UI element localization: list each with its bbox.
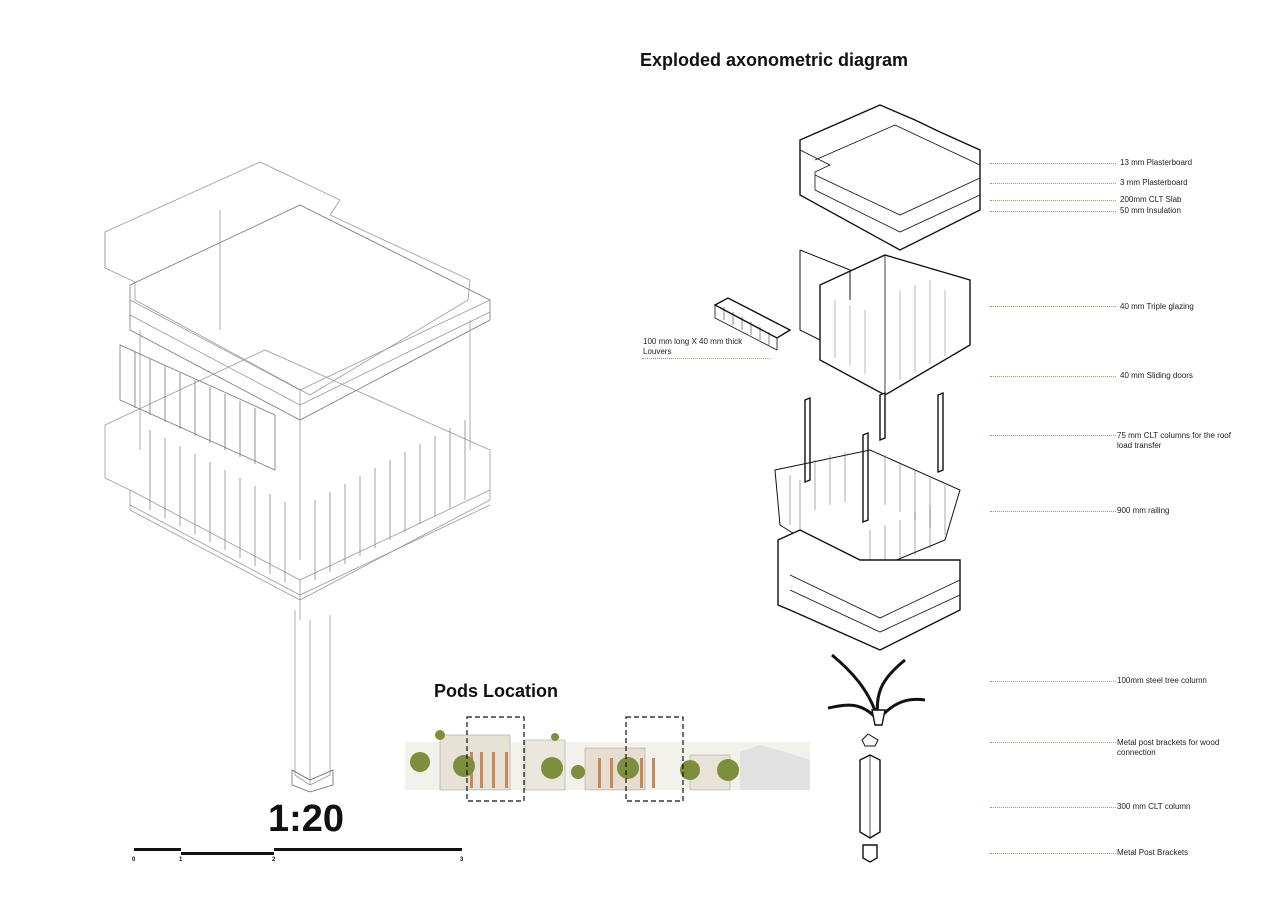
exploded-diagram-title: Exploded axonometric diagram <box>640 50 909 70</box>
label-louvers: 100 mm long X 40 mm thick Louvers <box>643 337 743 356</box>
assembled-pod-axonometric <box>104 161 491 793</box>
exploded-parts <box>713 104 981 863</box>
scale-label: 1:20 <box>268 798 345 840</box>
label-clt-slab: 200mm CLT Slab <box>1120 195 1182 204</box>
label-clt-columns: 75 mm CLT columns for the roof load tran… <box>1117 431 1231 450</box>
scale-tick-3: 3 <box>460 857 464 863</box>
label-post-brackets: Metal Post Brackets <box>1117 848 1189 857</box>
label-glazing: 40 mm Triple glazing <box>1120 302 1194 311</box>
scale-tick-0: 0 <box>132 857 136 863</box>
leader-sliding-doors <box>990 376 1116 377</box>
leader-clt-columns <box>990 435 1116 436</box>
label-sliding-doors: 40 mm Sliding doors <box>1120 371 1193 380</box>
leader-railing <box>990 511 1116 512</box>
leader-insulation <box>990 211 1116 212</box>
label-tree-column: 100mm steel tree column <box>1117 676 1207 685</box>
leader-clt-column <box>990 807 1116 808</box>
pods-location-title: Pods Location <box>434 681 559 701</box>
leader-plasterboard13 <box>990 163 1116 164</box>
scale-tick-2: 2 <box>272 857 276 863</box>
label-post-brackets-wood: Metal post brackets for wood connection <box>1117 738 1220 757</box>
label-plasterboard3: 3 mm Plasterboard <box>1120 178 1188 187</box>
label-insulation: 50 mm Insulation <box>1120 206 1181 215</box>
pods-location-elevation <box>405 716 810 802</box>
leader-post-brackets-wood <box>990 742 1116 743</box>
leader-tree-column <box>990 681 1116 682</box>
leader-glazing <box>990 306 1116 307</box>
label-railing: 900 mm railing <box>1117 506 1170 515</box>
scale-tick-1: 1 <box>179 857 183 863</box>
leader-louvers <box>642 358 770 359</box>
label-plasterboard13: 13 mm Plasterboard <box>1120 158 1193 167</box>
leader-plasterboard3 <box>990 183 1116 184</box>
scale-bar <box>134 848 462 855</box>
leader-post-brackets <box>990 853 1116 854</box>
label-clt-column: 300 mm CLT column <box>1117 802 1191 811</box>
leader-clt-slab <box>990 200 1116 201</box>
